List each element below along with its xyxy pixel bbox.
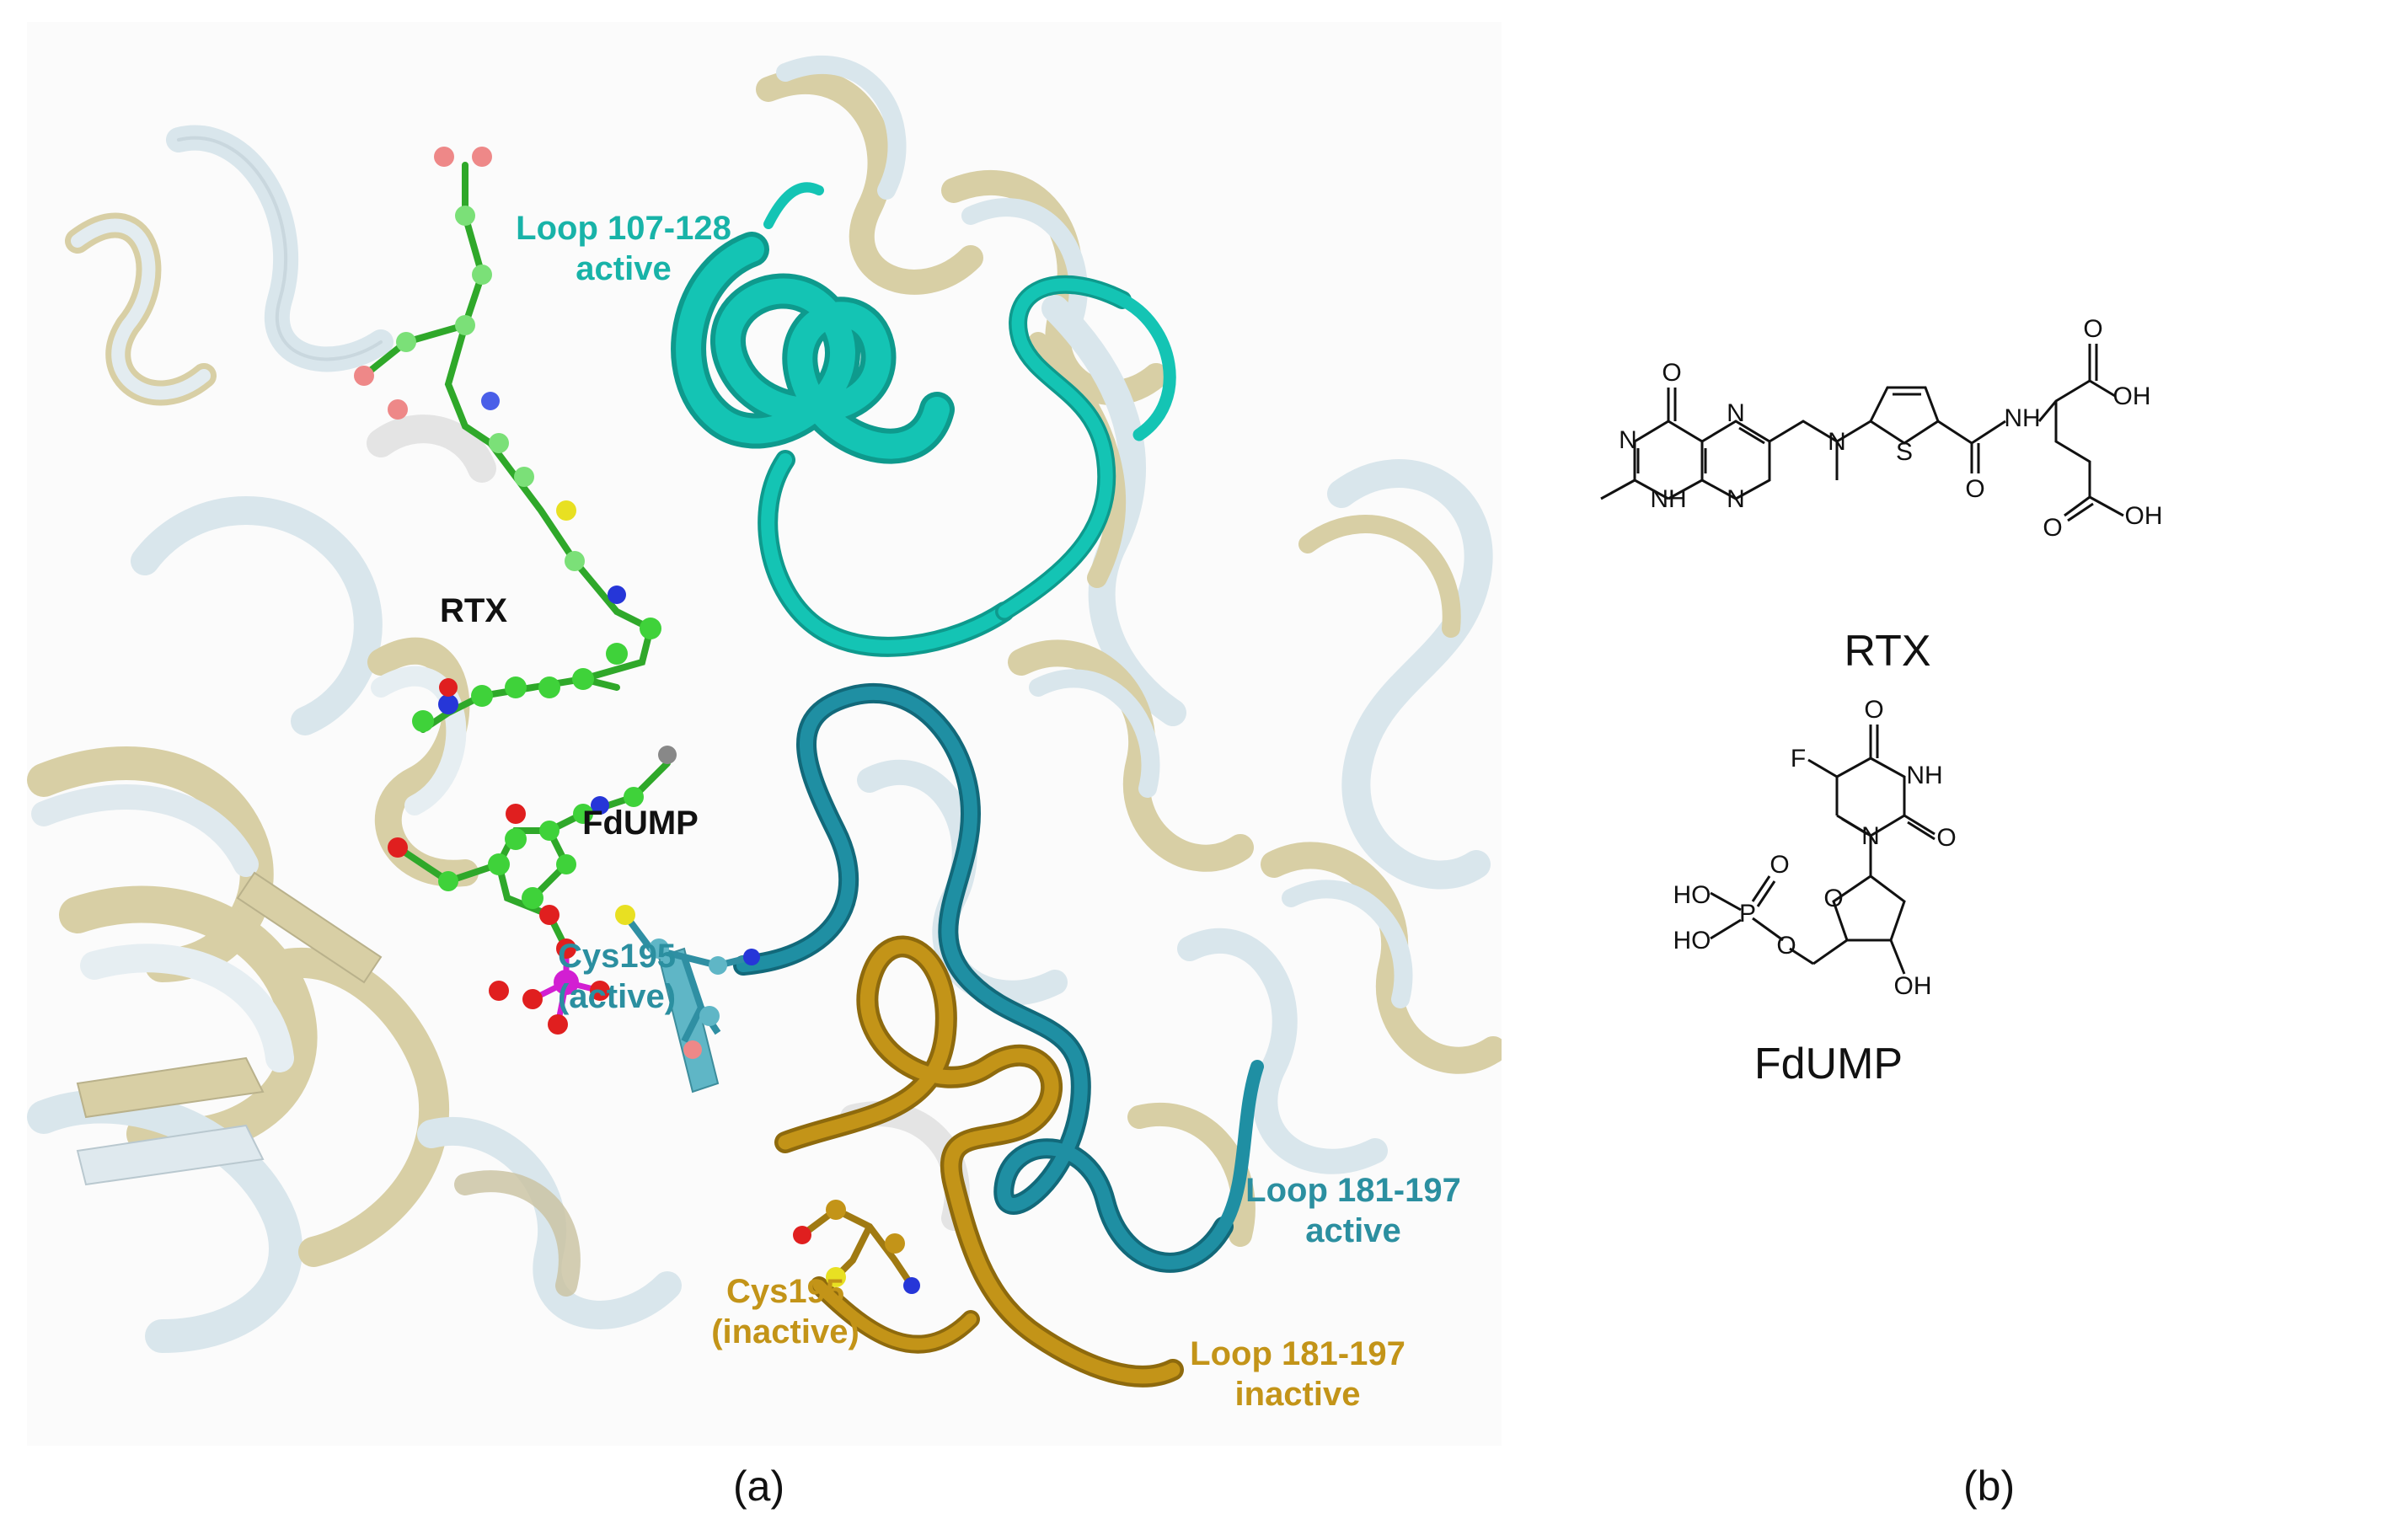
- fdump-ligand: [388, 746, 677, 1035]
- loop-181-197-inactive: [774, 935, 1184, 1388]
- svg-text:O: O: [1965, 475, 1984, 503]
- cys195-active-sidechain: [615, 905, 760, 1059]
- rtx-atom-labels: O N N N NH N S O NH O OH O OH: [1619, 315, 2162, 542]
- fdump-atom-labels: F O NH N O O HO HO P O O OH: [1673, 696, 1957, 1000]
- rtx-atoms: [354, 147, 661, 732]
- svg-text:O: O: [2043, 514, 2062, 542]
- label-loop-181-197-inactive-line1: Loop 181-197: [1190, 1335, 1405, 1372]
- svg-text:N: N: [1727, 485, 1745, 513]
- rtx-structure: [1600, 344, 2124, 522]
- label-cys195-active-line2: (active): [558, 978, 676, 1015]
- label-cys195-inactive-line2: (inactive): [711, 1313, 859, 1350]
- svg-text:OH: OH: [2113, 382, 2151, 410]
- svg-text:F: F: [1791, 745, 1806, 773]
- svg-text:N: N: [1619, 426, 1637, 454]
- svg-text:O: O: [1823, 885, 1843, 912]
- svg-text:O: O: [1776, 932, 1796, 960]
- svg-text:S: S: [1896, 438, 1913, 466]
- label-loop-181-197-active-line2: active: [1305, 1212, 1400, 1249]
- svg-text:NH: NH: [1906, 762, 1942, 789]
- label-loop-107-128-line2: active: [576, 250, 671, 287]
- label-loop-107-128-line1: Loop 107-128: [516, 210, 731, 247]
- fdump-name: FdUMP: [1754, 1040, 1903, 1088]
- loop-181-197-active: [733, 682, 1264, 1273]
- fdump-structure: [1710, 725, 1936, 975]
- beta-strands: [76, 871, 720, 1186]
- caption-a: (a): [733, 1462, 785, 1510]
- label-fdump: FdUMP: [582, 805, 699, 842]
- svg-text:N: N: [1828, 428, 1846, 456]
- svg-text:N: N: [1861, 822, 1880, 850]
- svg-text:HO: HO: [1673, 881, 1711, 909]
- svg-text:OH: OH: [2125, 502, 2163, 530]
- svg-text:OH: OH: [1894, 972, 1932, 1000]
- svg-text:P: P: [1739, 900, 1756, 928]
- chemical-structures-panel: O N N N NH N S O NH O OH O OH RTX: [1600, 315, 2163, 1088]
- svg-text:O: O: [1662, 359, 1681, 387]
- svg-text:NH: NH: [1650, 485, 1686, 513]
- caption-b: (b): [1963, 1462, 2016, 1510]
- label-cys195-inactive-line1: Cys195: [726, 1273, 844, 1310]
- svg-text:O: O: [1864, 696, 1883, 724]
- cys195-inactive-sidechain: [793, 1200, 920, 1294]
- svg-text:O: O: [1770, 851, 1789, 879]
- svg-text:NH: NH: [2004, 404, 2040, 432]
- svg-text:HO: HO: [1673, 927, 1711, 954]
- label-loop-181-197-inactive-line2: inactive: [1235, 1376, 1361, 1413]
- protein-structure-panel: Loop 107-128 active RTX FdUMP Cys195 (ac…: [27, 22, 1502, 1446]
- label-cys195-active-line1: Cys195: [558, 938, 676, 975]
- svg-text:O: O: [1936, 824, 1956, 852]
- rtx-ligand: [354, 147, 661, 733]
- label-loop-181-197-active-line1: Loop 181-197: [1245, 1172, 1461, 1209]
- svg-text:O: O: [2083, 315, 2102, 343]
- structure-background: [27, 22, 1502, 1446]
- loop-107-128-active: [671, 182, 1176, 657]
- rtx-name: RTX: [1844, 627, 1930, 676]
- label-rtx: RTX: [440, 592, 507, 629]
- svg-text:N: N: [1727, 399, 1745, 427]
